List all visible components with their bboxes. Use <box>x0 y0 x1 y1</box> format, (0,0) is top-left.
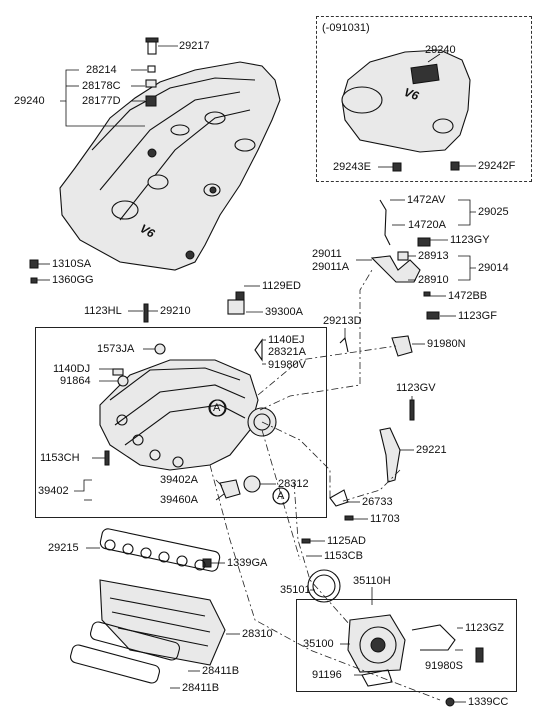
part-label-35101: 35101 <box>280 584 311 596</box>
part-label-91980v: 91980V <box>268 359 306 371</box>
dash-lines <box>209 269 441 701</box>
throttle-body-group-box <box>296 599 517 692</box>
part-label-28321a: 28321A <box>268 346 306 358</box>
callout-a-upper: A <box>213 402 221 414</box>
part-label-28310: 28310 <box>242 628 273 640</box>
part-label-1472bb: 1472BB <box>448 290 488 302</box>
part-label-29014: 29014 <box>478 262 509 274</box>
part-label-29210: 29210 <box>160 305 191 317</box>
part-label-28312: 28312 <box>278 478 309 490</box>
part-label-26733: 26733 <box>362 496 393 508</box>
variant-note: (-091031) <box>322 22 370 34</box>
variant-inset-box <box>316 16 532 182</box>
callout-markers <box>208 399 290 505</box>
part-label-1310sa: 1310SA <box>52 258 92 270</box>
part-label-1123hl: 1123HL <box>84 305 122 317</box>
part-label-29215: 29215 <box>48 542 79 554</box>
engine-cover-main <box>59 61 281 271</box>
manifold-gaskets <box>70 528 226 684</box>
part-label-11703: 11703 <box>370 513 400 525</box>
part-label-28178c: 28178C <box>82 80 121 92</box>
pcv-hose-assembly <box>370 199 431 297</box>
part-label-29011: 29011 <box>312 248 342 260</box>
part-label-1123gz: 1123GZ <box>465 622 504 634</box>
part-label-28411b-lower: 28411B <box>182 682 220 694</box>
part-label-91980n: 91980N <box>427 338 466 350</box>
part-label-1153cb: 1153CB <box>324 550 363 562</box>
callout-a-lower: A <box>277 490 285 502</box>
part-label-35110h: 35110H <box>353 575 391 587</box>
part-label-28913: 28913 <box>418 250 449 262</box>
part-label-1123gy: 1123GY <box>450 234 490 246</box>
part-label-1123gf: 1123GF <box>458 310 497 322</box>
small-parts <box>29 259 440 568</box>
part-label-14720a: 14720A <box>408 219 446 231</box>
engine-cover-inset <box>341 49 471 172</box>
part-label-1129ed: 1129ED <box>262 280 301 292</box>
part-label-35100: 35100 <box>303 638 334 650</box>
part-label-1573ja: 1573JA <box>97 343 135 355</box>
part-label-28214: 28214 <box>86 64 117 76</box>
part-label-1123gv: 1123GV <box>396 382 436 394</box>
part-label-39460a: 39460A <box>160 494 198 506</box>
part-label-91864: 91864 <box>60 375 91 387</box>
part-label-39402: 39402 <box>38 485 69 497</box>
part-label-1140ej: 1140EJ <box>268 334 305 346</box>
part-label-39402a: 39402A <box>160 474 198 486</box>
part-label-1140dj: 1140DJ <box>53 363 91 375</box>
part-label-28411b-upper: 28411B <box>202 665 240 677</box>
part-label-91196: 91196 <box>312 669 342 681</box>
part-label-91980s: 91980S <box>425 660 463 672</box>
part-label-29240-main: 29240 <box>14 95 45 107</box>
part-label-1153ch: 1153CH <box>40 452 80 464</box>
part-label-1125ad: 1125AD <box>327 535 366 547</box>
cover-bolt-stack <box>145 37 159 107</box>
part-label-28177d: 28177D <box>82 95 121 107</box>
throttle-body <box>307 569 484 707</box>
part-label-1360gg: 1360GG <box>52 274 94 286</box>
part-label-29025: 29025 <box>478 206 509 218</box>
part-label-28910: 28910 <box>418 274 449 286</box>
part-label-39300a: 39300A <box>265 306 303 318</box>
part-label-29243e: 29243E <box>333 161 371 173</box>
part-label-29240-inset: 29240 <box>425 44 456 56</box>
leader-lines <box>37 45 476 703</box>
part-label-29213d: 29213D <box>323 315 362 327</box>
part-label-1339ga: 1339GA <box>227 557 268 569</box>
intake-manifold-group-box <box>35 327 327 518</box>
part-label-29221: 29221 <box>416 444 447 456</box>
part-label-1339cc: 1339CC <box>468 696 509 708</box>
part-label-29242f: 29242F <box>478 160 516 172</box>
part-label-1472av: 1472AV <box>407 194 446 206</box>
part-label-29011a: 29011A <box>312 261 350 273</box>
part-label-29217: 29217 <box>179 40 210 52</box>
